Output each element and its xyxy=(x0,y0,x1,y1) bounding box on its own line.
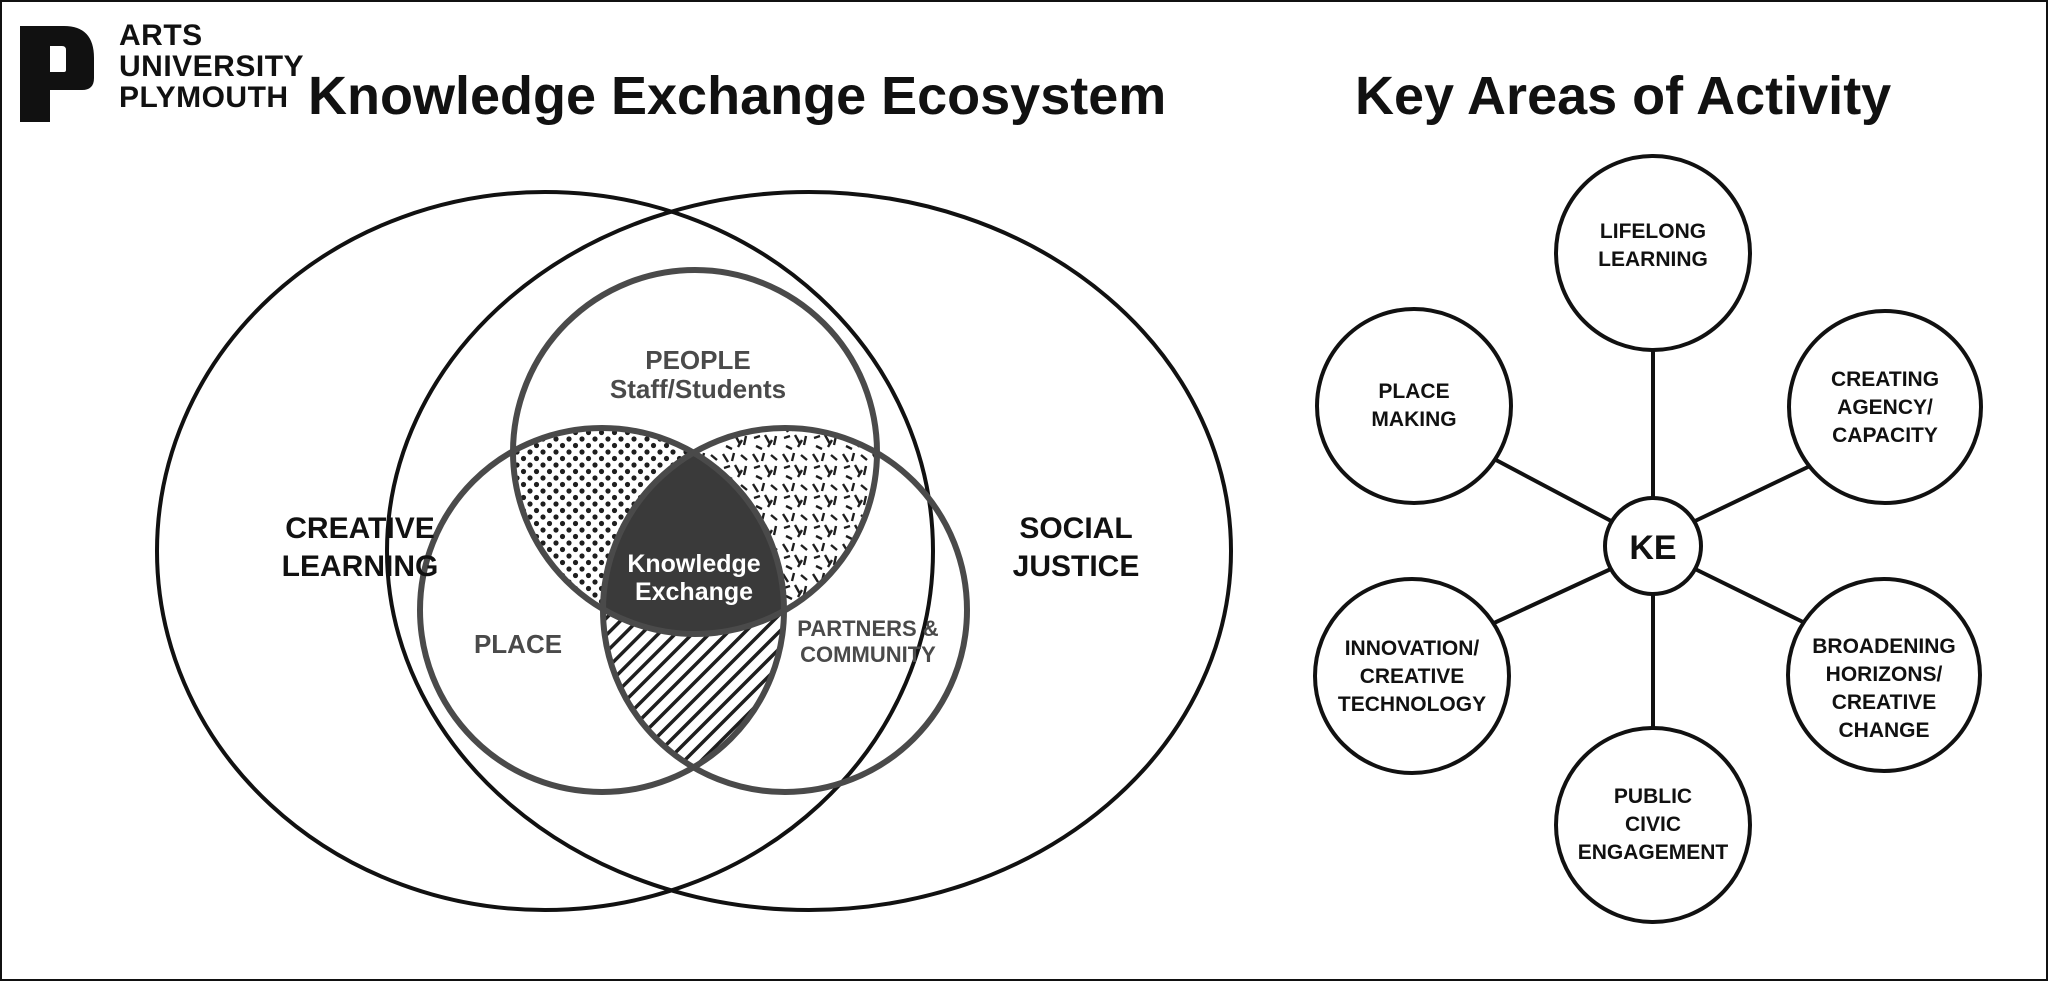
node-circle xyxy=(1554,726,1752,924)
staff-students-label: Staff/Students xyxy=(610,374,786,404)
social-justice-ellipse xyxy=(385,190,1233,912)
partners-label-1: PARTNERS & xyxy=(797,616,938,641)
node-label-line: BROADENING xyxy=(1812,635,1956,658)
partners-circle xyxy=(600,425,970,795)
node-label-line: LIFELONG xyxy=(1600,220,1706,243)
spoke-creating-agency xyxy=(1692,464,1811,524)
node-label-line: ENGAGEMENT xyxy=(1578,841,1729,864)
knowledge-exchange-core xyxy=(603,428,784,634)
venn-overlaps xyxy=(513,428,877,792)
spoke-place-making xyxy=(1495,458,1614,524)
knowledge-exchange-label-1: Knowledge xyxy=(627,550,760,578)
node-label-line: HORIZONS/ xyxy=(1826,663,1943,686)
logo-wordmark: ARTS UNIVERSITY PLYMOUTH xyxy=(119,20,304,113)
ecosystem-title: Knowledge Exchange Ecosystem xyxy=(308,66,1167,126)
node-label-line: CREATIVE xyxy=(1360,665,1465,688)
node-label-line: CAPACITY xyxy=(1832,424,1938,447)
node-label-line: CHANGE xyxy=(1838,719,1929,742)
node-label-line: AGENCY/ xyxy=(1837,396,1933,419)
node-circle xyxy=(1554,154,1752,352)
node-label-line: CREATIVE xyxy=(1832,691,1937,714)
knowledge-exchange-label-2: Exchange xyxy=(635,578,753,606)
node-label-line: MAKING xyxy=(1371,408,1456,431)
logo-line-1: ARTS xyxy=(119,19,203,52)
people-label: PEOPLE xyxy=(645,345,750,375)
node-circle xyxy=(1786,577,1982,773)
activity-node-place-making: PLACE MAKING xyxy=(1315,307,1513,505)
creative-learning-label-2: LEARNING xyxy=(282,550,439,583)
spoke-broadening-horizons xyxy=(1692,566,1806,625)
key-areas-title: Key Areas of Activity xyxy=(1355,66,1892,126)
spoke-innovation xyxy=(1493,566,1614,625)
node-label-line: LEARNING xyxy=(1598,248,1708,271)
place-circle xyxy=(417,425,787,795)
partners-label-2: COMMUNITY xyxy=(800,642,936,667)
logo-line-2: UNIVERSITY xyxy=(119,50,305,83)
place-label: PLACE xyxy=(474,629,562,659)
social-justice-label-2: JUSTICE xyxy=(1013,550,1140,583)
ke-hub-label: KE xyxy=(1629,529,1676,567)
activity-node-broadening-horizons: BROADENING HORIZONS/ CREATIVE CHANGE xyxy=(1786,577,1982,773)
logo-line-3: PLYMOUTH xyxy=(119,81,289,114)
social-justice-label-1: SOCIAL xyxy=(1019,512,1132,545)
creative-learning-label-1: CREATIVE xyxy=(285,512,434,545)
node-label-line: PLACE xyxy=(1378,380,1449,403)
activity-node-creating-agency: CREATING AGENCY/ CAPACITY xyxy=(1787,309,1983,505)
ke-spokes xyxy=(1493,350,1811,728)
logo-d-mark-icon xyxy=(20,26,94,122)
activity-node-lifelong-learning: LIFELONG LEARNING xyxy=(1554,154,1752,352)
arts-university-plymouth-logo: ARTS UNIVERSITY PLYMOUTH xyxy=(20,20,320,130)
node-label-line: CIVIC xyxy=(1625,813,1681,836)
node-label-line: INNOVATION/ xyxy=(1345,637,1480,660)
creative-learning-ellipse xyxy=(155,190,935,912)
node-label-line: PUBLIC xyxy=(1614,785,1692,808)
node-circle xyxy=(1315,307,1513,505)
activity-node-public-civic-engagement: PUBLIC CIVIC ENGAGEMENT xyxy=(1554,726,1752,924)
node-circle xyxy=(1787,309,1983,505)
ke-hub-circle xyxy=(1603,496,1703,596)
node-label-line: CREATING xyxy=(1831,368,1939,391)
node-circle xyxy=(1313,577,1511,775)
activity-node-innovation-creative-technology: INNOVATION/ CREATIVE TECHNOLOGY xyxy=(1313,577,1511,775)
node-label-line: TECHNOLOGY xyxy=(1338,693,1486,716)
